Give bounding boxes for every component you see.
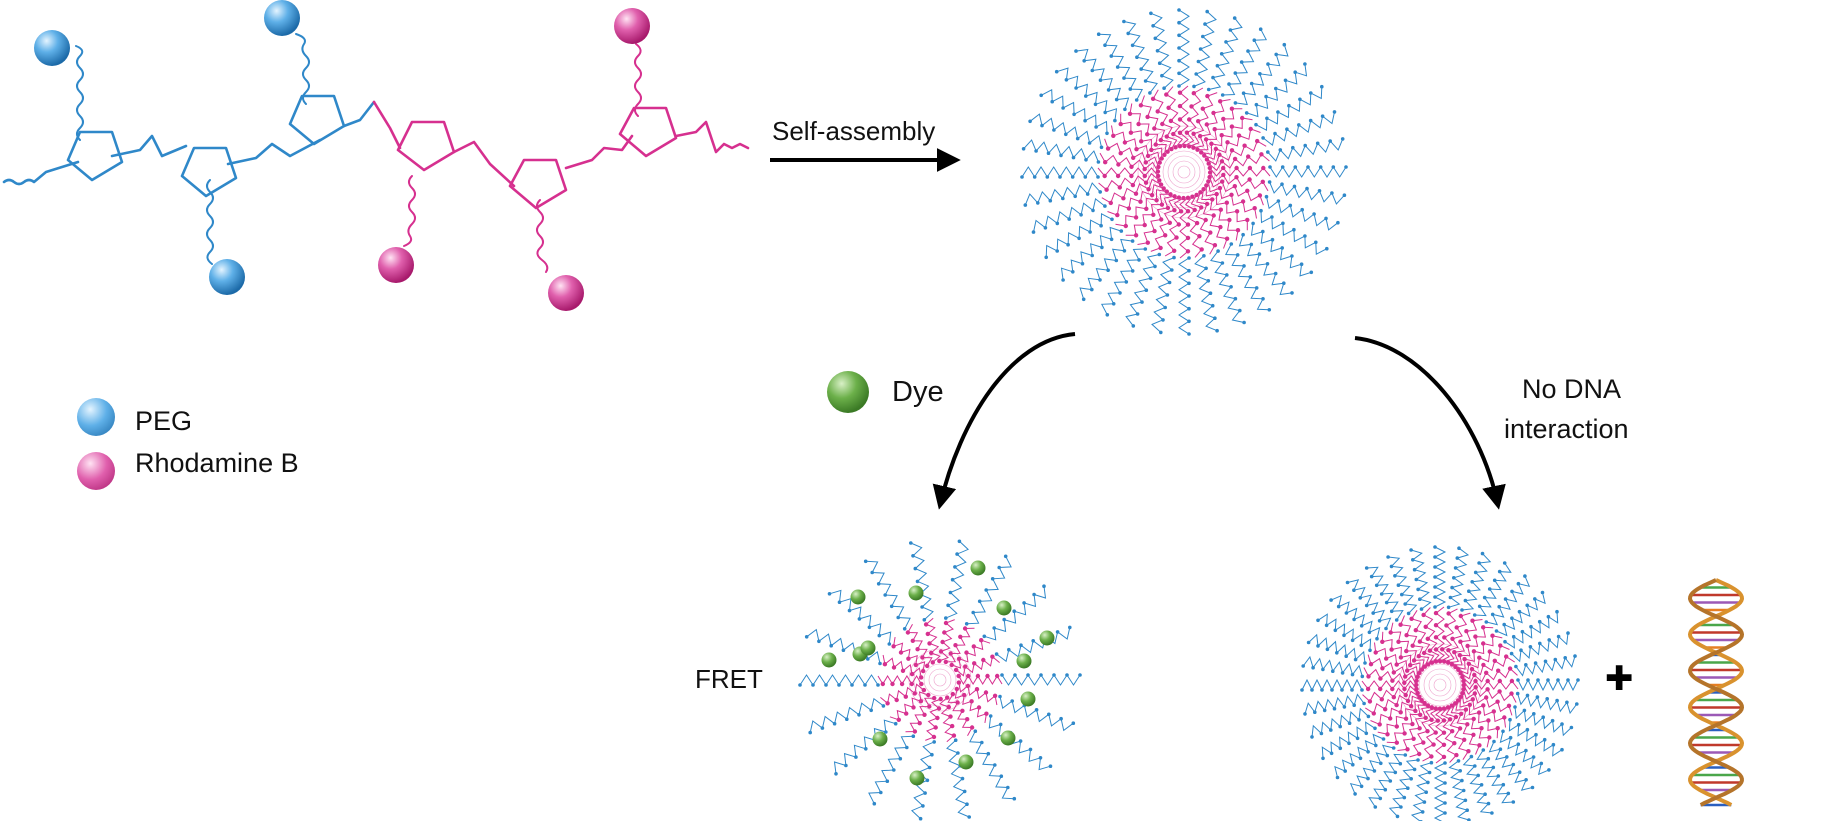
micelle-with-dna	[1300, 545, 1580, 821]
dye-ball	[827, 371, 869, 413]
rhodamine-ball	[614, 8, 650, 44]
legend-rhodamine-label: Rhodamine B	[135, 448, 299, 478]
block-copolymer-structure	[2, 0, 750, 311]
dye-molecule	[970, 560, 986, 576]
dye-molecule	[1016, 653, 1032, 669]
micelle-self-assembled	[1020, 8, 1348, 336]
dye-loading-arrow	[932, 332, 1076, 510]
dye-molecule	[850, 589, 866, 605]
plus-sign: ✚	[1605, 659, 1634, 699]
micelle-dye-loaded	[798, 539, 1082, 821]
fret-label: FRET	[695, 664, 763, 694]
dye-molecule	[1000, 730, 1016, 746]
dna-double-helix	[1687, 578, 1745, 807]
dye-molecule	[860, 640, 876, 656]
peg-ball	[264, 0, 300, 36]
dye-molecule	[1020, 691, 1036, 707]
peg-block	[2, 33, 376, 265]
self-assembly-label: Self-assembly	[772, 116, 936, 146]
dye-molecule	[958, 754, 974, 770]
no-dna-label-line2: interaction	[1504, 414, 1629, 444]
dye-molecule	[909, 770, 925, 786]
rhodamine-ball	[548, 275, 584, 311]
peg-ball	[209, 259, 245, 295]
dye-label: Dye	[892, 376, 944, 408]
dye-molecule	[821, 652, 837, 668]
dye-molecule	[908, 585, 924, 601]
peg-ball	[34, 30, 70, 66]
rhodamine-legend-icon	[77, 452, 115, 490]
dye-molecule	[872, 731, 888, 747]
rhodamine-ball	[378, 247, 414, 283]
legend-peg-label: PEG	[135, 406, 193, 436]
dye-molecule	[1039, 630, 1055, 646]
peg-legend-icon	[77, 398, 115, 436]
dna-arrow	[1354, 336, 1506, 510]
no-dna-label-line1: No DNA	[1522, 374, 1622, 404]
dye-molecule	[996, 600, 1012, 616]
rhodamine-block	[372, 43, 750, 273]
